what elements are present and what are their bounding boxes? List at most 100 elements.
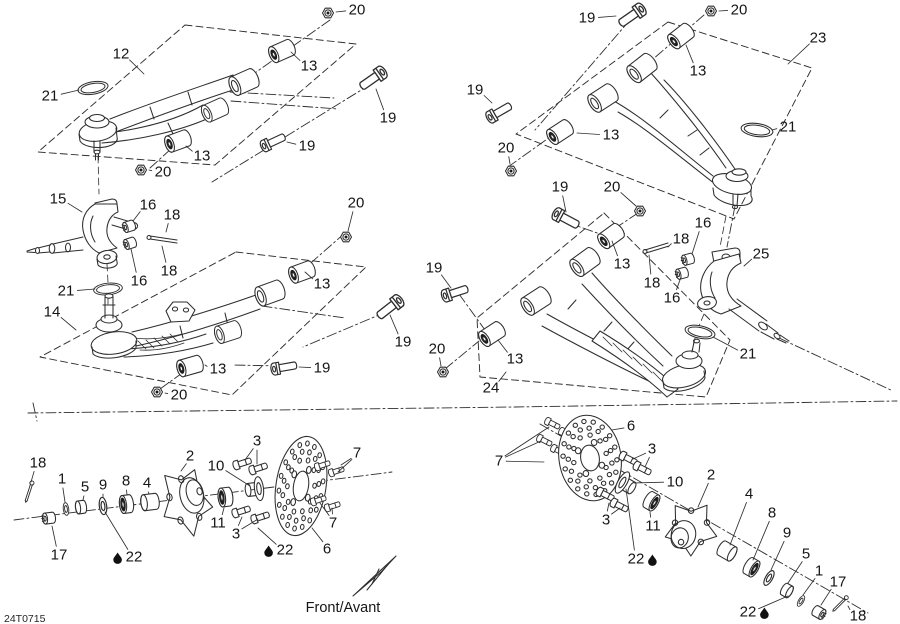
leader-line	[729, 501, 747, 546]
part-callout-20: 20	[349, 2, 366, 19]
leader-line	[60, 89, 80, 95]
leader-line	[625, 488, 635, 551]
leader-line	[67, 202, 83, 213]
leader-line	[718, 9, 729, 12]
part-callout-19: 19	[380, 110, 397, 127]
grease-drop-icon	[113, 552, 122, 564]
shock-bracket	[165, 301, 196, 323]
part-callout-22: 22	[277, 542, 294, 559]
leader-line	[304, 271, 314, 280]
part-callout-17: 17	[830, 574, 847, 591]
part-callout-11: 11	[645, 518, 661, 535]
leader-line	[204, 364, 208, 367]
disc-bolt	[535, 433, 554, 449]
leader-line	[847, 605, 851, 611]
part-callout-19: 19	[426, 260, 443, 277]
arm-tube-end	[517, 284, 555, 318]
centerlines	[13, 14, 898, 614]
leader-line	[331, 507, 333, 515]
part-callout-13: 13	[194, 148, 211, 165]
part-callout-7: 7	[495, 453, 503, 470]
part-callout-20: 20	[171, 387, 188, 404]
leader-line	[483, 95, 493, 104]
castle-nut	[121, 235, 139, 251]
leader-line	[180, 463, 187, 472]
part-callout-20: 20	[155, 164, 172, 181]
part-callout-2: 2	[186, 448, 194, 465]
bolt	[373, 292, 407, 323]
leader-line	[51, 525, 57, 547]
leader-line	[498, 371, 507, 382]
box-lower-arm-right	[476, 212, 731, 398]
leader-line	[161, 245, 167, 263]
part-callout-25: 25	[753, 246, 770, 263]
part-callout-16: 16	[131, 273, 148, 290]
part-callout-14: 14	[44, 304, 61, 321]
arm-guard	[591, 330, 679, 398]
leader-line	[319, 502, 330, 516]
disc-bolt	[327, 464, 346, 478]
part-callout-3: 3	[602, 512, 610, 529]
lock-nut	[436, 366, 450, 378]
bolt	[483, 99, 515, 126]
leader-line	[752, 520, 770, 561]
bushing	[543, 117, 577, 147]
part-callout-13: 13	[314, 276, 331, 293]
part-callout-21: 21	[42, 88, 59, 105]
hub-assembly-left-group	[23, 435, 346, 537]
leader-line	[164, 392, 169, 395]
part-callout-21: 21	[740, 346, 757, 363]
arm-tube-end	[584, 81, 622, 115]
leader-line	[820, 588, 832, 606]
leader-line	[290, 51, 301, 61]
lock-nut	[339, 231, 353, 243]
part-callout-7: 7	[353, 445, 361, 462]
washer	[97, 496, 109, 516]
part-callout-13: 13	[507, 351, 524, 368]
box-upper-arm-right	[515, 21, 813, 220]
part-callout-16: 16	[664, 290, 681, 307]
bearing	[740, 555, 763, 580]
cotter-pin	[23, 479, 36, 504]
brake-disc-left	[274, 435, 328, 537]
leader-line	[257, 527, 277, 545]
part-callout-20: 20	[604, 179, 621, 196]
bolt	[439, 281, 471, 304]
bushing	[174, 353, 206, 379]
leader-line	[508, 156, 511, 165]
leader-line	[286, 141, 297, 145]
part-callout-11: 11	[210, 515, 226, 532]
bushing	[664, 20, 698, 52]
bolt	[615, 0, 649, 31]
part-callout-13: 13	[603, 127, 620, 144]
leader-line	[697, 482, 709, 508]
cotter-pin	[830, 594, 850, 614]
part-callout-8: 8	[768, 505, 776, 522]
leader-line	[648, 254, 652, 275]
leader-line	[611, 240, 618, 257]
part-callout-22: 22	[126, 549, 143, 566]
bushing	[594, 220, 628, 252]
arm-tube-end	[225, 66, 263, 98]
leader-line	[30, 470, 35, 483]
leader-line	[148, 169, 153, 172]
part-callout-1: 1	[815, 563, 823, 580]
part-callout-6: 6	[627, 418, 635, 435]
leader-line	[576, 132, 601, 135]
leader-line	[611, 507, 621, 515]
leader-line	[237, 516, 243, 526]
wheel-hub-right	[664, 504, 718, 557]
castle-nut	[120, 218, 138, 234]
part-callout-13: 13	[690, 63, 707, 80]
leader-line	[76, 288, 96, 291]
part-callout-19: 19	[552, 179, 569, 196]
leader-line	[505, 440, 542, 458]
part-callout-22: 22	[740, 604, 757, 621]
leader-line	[340, 457, 352, 466]
lower-arm-left-group	[90, 231, 407, 398]
bearing	[640, 489, 663, 514]
bolt	[258, 130, 288, 154]
leader-line	[649, 511, 652, 518]
leader-line	[632, 452, 647, 460]
